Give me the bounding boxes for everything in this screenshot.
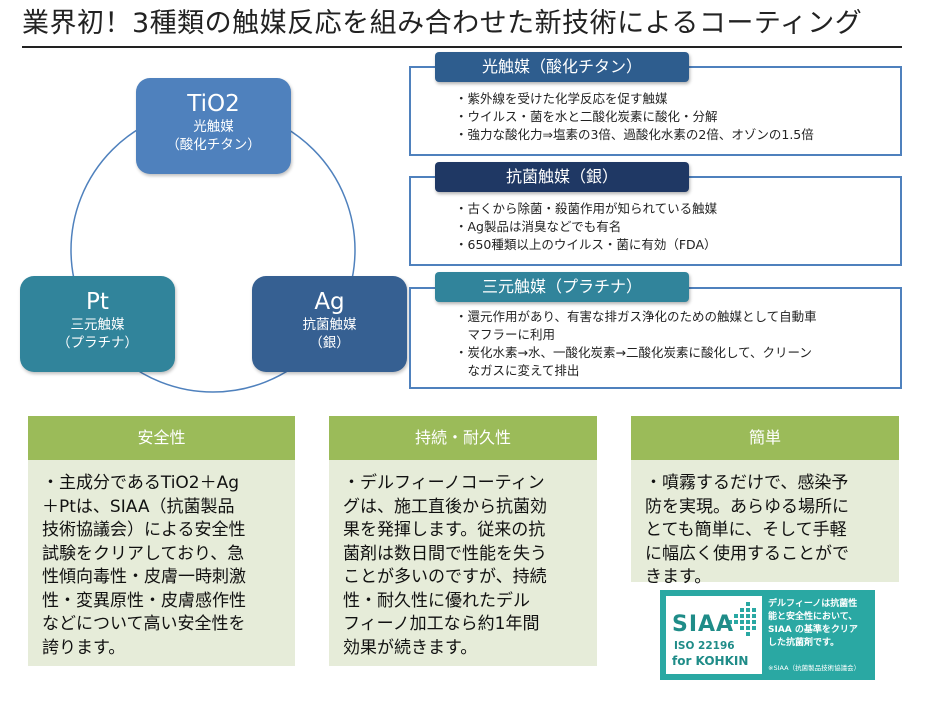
siaa-mark: SIAA: [672, 612, 735, 637]
feature-body-durability: ・デルフィーノコーティン グは、施工直後から抗菌効 果を発揮します。従来の抗 菌…: [329, 460, 597, 666]
node-symbol: Pt: [86, 289, 109, 315]
siaa-badge: SIAA ISO 22196 for KOHKIN デルフィーノは抗菌性 能と安…: [660, 590, 875, 680]
feature-header-durability: 持続・耐久性: [329, 416, 597, 460]
list-item: ・650種類以上のウイルス・菌に有効（FDA）: [455, 237, 717, 252]
node-symbol: TiO2: [187, 91, 240, 117]
catalyst-list-photocatalyst: ・紫外線を受けた化学反応を促す触媒 ・ウイルス・菌を水と二酸化炭素に酸化・分解 …: [455, 90, 885, 144]
node-label-detail: （酸化チタン）: [166, 137, 261, 153]
cycle-node-pt: Pt 三元触媒 （プラチナ）: [20, 276, 175, 372]
list-item: ・Ag製品は消臭などでも有名: [455, 219, 622, 234]
siaa-kohkin: for KOHKIN: [672, 654, 749, 668]
siaa-iso: ISO 22196: [674, 640, 735, 652]
list-item: ・ウイルス・菌を水と二酸化炭素に酸化・分解: [455, 109, 718, 124]
catalyst-list-silver: ・古くから除菌・殺菌作用が知られている触媒 ・Ag製品は消臭などでも有名 ・65…: [455, 200, 885, 254]
feature-header-safety: 安全性: [28, 416, 295, 460]
node-label-detail: （銀）: [309, 335, 350, 351]
list-item: ・強力な酸化力⇒塩素の3倍、過酸化水素の2倍、オゾンの1.5倍: [455, 127, 814, 142]
node-symbol: Ag: [314, 289, 345, 315]
feature-body-safety: ・主成分であるTiO2＋Ag ＋Ptは、SIAA（抗菌製品 技術協議会）による安…: [28, 460, 295, 666]
siaa-note: ※SIAA（抗菌製品技術協議会）: [768, 664, 861, 672]
siaa-grid-icon: [728, 602, 756, 636]
list-item: ・還元作用があり、有害な排ガス浄化のための触媒として自動車 マフラーに利用: [455, 309, 817, 342]
node-label: 抗菌触媒: [302, 317, 357, 333]
feature-body-simple: ・噴霧するだけで、感染予 防を実現。あらゆる場所に とても簡単に、そして手軽 に…: [631, 460, 899, 587]
cycle-node-tio2: TiO2 光触媒 （酸化チタン）: [136, 78, 291, 174]
page-title: 業界初！3種類の触媒反応を組み合わせた新技術によるコーティング: [22, 6, 902, 48]
node-label: 光触媒: [193, 119, 234, 135]
catalyst-list-platinum: ・還元作用があり、有害な排ガス浄化のための触媒として自動車 マフラーに利用 ・炭…: [455, 308, 885, 380]
list-item: ・炭化水素→水、一酸化炭素→二酸化炭素に酸化して、クリーン なガスに変えて排出: [455, 345, 812, 378]
node-label: 三元触媒: [70, 317, 125, 333]
catalyst-header-photocatalyst: 光触媒（酸化チタン）: [435, 52, 689, 82]
cycle-node-ag: Ag 抗菌触媒 （銀）: [252, 276, 407, 372]
node-label-detail: （プラチナ）: [57, 335, 138, 351]
siaa-logo: SIAA ISO 22196 for KOHKIN: [666, 596, 762, 674]
siaa-description: デルフィーノは抗菌性 能と安全性において、 SIAA の基準をクリア した抗菌剤…: [768, 599, 858, 648]
feature-header-simple: 簡単: [631, 416, 899, 460]
catalyst-header-silver: 抗菌触媒（銀）: [435, 162, 689, 192]
catalyst-header-platinum: 三元触媒（プラチナ）: [435, 272, 689, 302]
list-item: ・紫外線を受けた化学反応を促す触媒: [455, 91, 668, 106]
list-item: ・古くから除菌・殺菌作用が知られている触媒: [455, 201, 718, 216]
